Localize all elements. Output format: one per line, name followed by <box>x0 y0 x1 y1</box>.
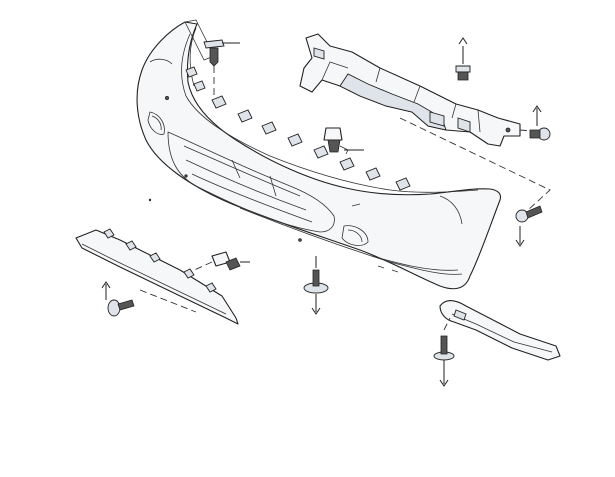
alignment-line-bracket-right <box>399 117 551 211</box>
stray-dot <box>148 198 152 202</box>
corner-trim-moulding <box>439 300 561 361</box>
clip-center <box>323 127 364 155</box>
front-bumper-cover <box>136 19 502 290</box>
upper-mounting-bracket <box>299 33 521 147</box>
stud-corner-trim <box>433 317 455 387</box>
push-clip-upper-right <box>455 37 471 81</box>
push-clip-top <box>203 39 240 98</box>
stud-lower-center <box>303 256 329 315</box>
fog-lamp-left <box>147 111 165 135</box>
clip-fog-area <box>189 251 250 273</box>
bolt-bracket-right <box>529 105 551 141</box>
bolt-bumper-right <box>515 205 543 247</box>
license-plate-trim-strip <box>75 228 239 325</box>
screw-trim-strip-left <box>101 281 135 317</box>
lower-grille-opening <box>167 131 335 233</box>
fog-lamp-right <box>341 225 369 246</box>
top-edge-tabs <box>185 66 411 191</box>
